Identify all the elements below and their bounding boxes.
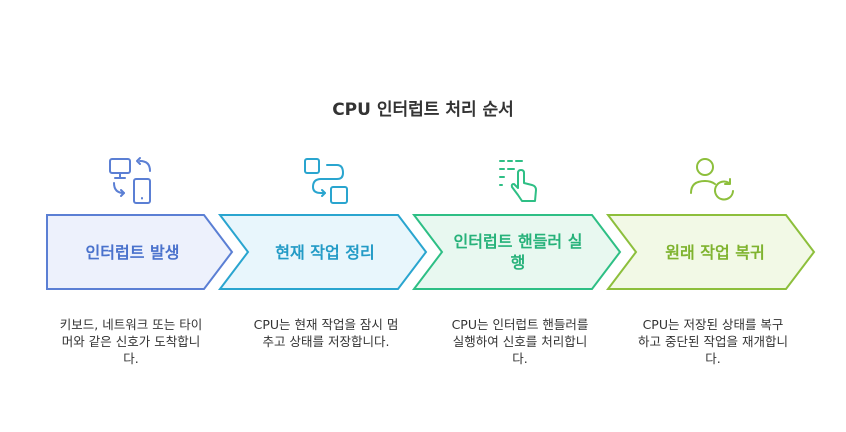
swap-squares-icon: [304, 158, 348, 204]
step-4-arrow: [605, 214, 816, 290]
step-3-label: 인터럽트 핸들러 실행: [453, 232, 583, 272]
tap-gesture-icon: [499, 160, 537, 202]
step-2-description: CPU는 현재 작업을 잠시 멈추고 상태를 저장합니다.: [253, 317, 399, 349]
step-1-description: 키보드, 네트워크 또는 타이머와 같은 신호가 도착합니다.: [59, 317, 203, 366]
step-1-arrow: [46, 214, 234, 290]
user-refresh-icon: [690, 158, 734, 201]
step-3-arrow: [411, 214, 622, 290]
step-4-description: CPU는 저장된 상태를 복구하고 중단된 작업을 재개합니다.: [638, 317, 788, 366]
step-3-description: CPU는 인터럽트 핸들러를 실행하여 신호를 처리합니다.: [451, 317, 589, 366]
diagram-title: CPU 인터럽트 처리 순서: [332, 100, 514, 120]
step-4-label: 원래 작업 복귀: [665, 242, 765, 262]
step-2-arrow: [217, 214, 428, 290]
step-2-label: 현재 작업 정리: [275, 242, 375, 262]
devices-sync-icon: [109, 157, 151, 204]
step-1-label: 인터럽트 발생: [85, 242, 180, 262]
